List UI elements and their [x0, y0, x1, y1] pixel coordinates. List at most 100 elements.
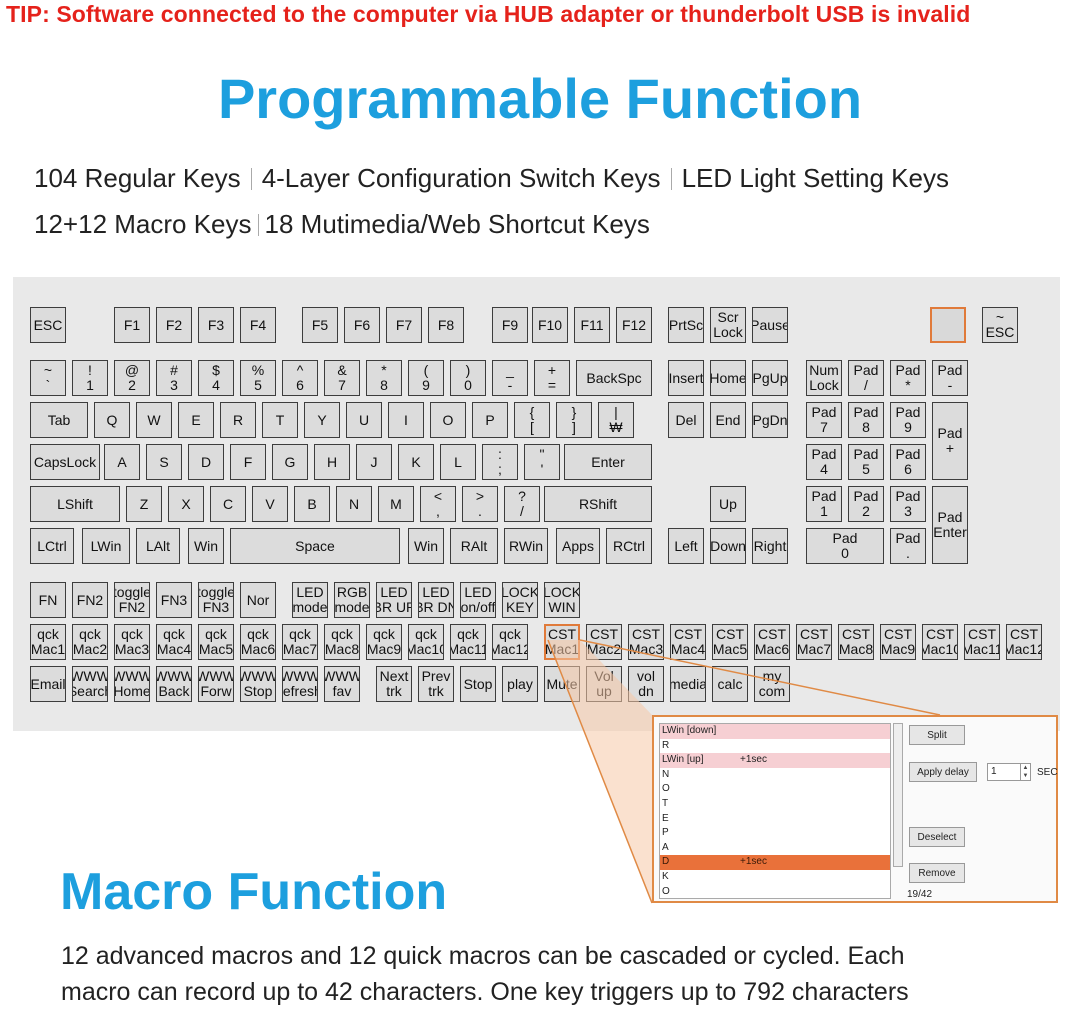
macro-list-scrollbar[interactable] — [893, 723, 903, 867]
key-cst-mac12[interactable]: CST Mac12 — [1006, 624, 1042, 660]
key-enter[interactable]: Enter — [564, 444, 652, 480]
key-www-refresh[interactable]: WWW refresh — [282, 666, 318, 702]
key-prtsc[interactable]: PrtSc — [668, 307, 704, 343]
key-5[interactable]: % 5 — [240, 360, 276, 396]
key-1[interactable]: ! 1 — [72, 360, 108, 396]
key-pad-8[interactable]: Pad 8 — [848, 402, 884, 438]
key-qck-mac8[interactable]: qck Mac8 — [324, 624, 360, 660]
key-esc[interactable]: ~ ESC — [982, 307, 1018, 343]
key-pad[interactable]: Pad + — [932, 402, 968, 480]
key-stop[interactable]: Stop — [460, 666, 496, 702]
key-prev-trk[interactable]: Prev trk — [418, 666, 454, 702]
key-space[interactable]: Space — [230, 528, 400, 564]
key-8[interactable]: * 8 — [366, 360, 402, 396]
key-cst-mac7[interactable]: CST Mac7 — [796, 624, 832, 660]
key-symbol[interactable]: : ; — [482, 444, 518, 480]
macro-step-row[interactable]: O — [660, 782, 890, 797]
key-lshift[interactable]: LShift — [30, 486, 120, 522]
deselect-button[interactable]: Deselect — [909, 827, 965, 847]
key-calc[interactable]: calc — [712, 666, 748, 702]
key-end[interactable]: End — [710, 402, 746, 438]
key-vol-dn[interactable]: vol dn — [628, 666, 664, 702]
key-pgup[interactable]: PgUp — [752, 360, 788, 396]
key-vol-up[interactable]: Vol up — [586, 666, 622, 702]
key-rctrl[interactable]: RCtrl — [606, 528, 652, 564]
key-pad[interactable]: Pad * — [890, 360, 926, 396]
key-9[interactable]: ( 9 — [408, 360, 444, 396]
key-pad-2[interactable]: Pad 2 — [848, 486, 884, 522]
key-cst-mac8[interactable]: CST Mac8 — [838, 624, 874, 660]
key-led-br-dn[interactable]: LED BR DN — [418, 582, 454, 618]
key-win[interactable]: Win — [408, 528, 444, 564]
key-cst-mac2[interactable]: CST Mac2 — [586, 624, 622, 660]
key-home[interactable]: Home — [710, 360, 746, 396]
key-www-home[interactable]: WWW Home — [114, 666, 150, 702]
key-win[interactable]: Win — [188, 528, 224, 564]
macro-step-row[interactable]: LWin [up]+1sec — [660, 753, 890, 768]
key-cst-mac4[interactable]: CST Mac4 — [670, 624, 706, 660]
key-f[interactable]: F — [230, 444, 266, 480]
macro-step-row[interactable]: R — [660, 739, 890, 754]
key-capslock[interactable]: CapsLock — [30, 444, 100, 480]
key-r[interactable]: R — [220, 402, 256, 438]
key-del[interactable]: Del — [668, 402, 704, 438]
key-c[interactable]: C — [210, 486, 246, 522]
key-h[interactable]: H — [314, 444, 350, 480]
key-f4[interactable]: F4 — [240, 307, 276, 343]
key-esc[interactable]: ESC — [30, 307, 66, 343]
key-qck-mac10[interactable]: qck Mac10 — [408, 624, 444, 660]
key-6[interactable]: ^ 6 — [282, 360, 318, 396]
key-f2[interactable]: F2 — [156, 307, 192, 343]
split-button[interactable]: Split — [909, 725, 965, 745]
key-qck-mac4[interactable]: qck Mac4 — [156, 624, 192, 660]
key-next-trk[interactable]: Next trk — [376, 666, 412, 702]
key-symbol[interactable]: < , — [420, 486, 456, 522]
key-n[interactable]: N — [336, 486, 372, 522]
key-pause[interactable]: Pause — [752, 307, 788, 343]
key-pad-5[interactable]: Pad 5 — [848, 444, 884, 480]
key-0[interactable]: ) 0 — [450, 360, 486, 396]
key-f12[interactable]: F12 — [616, 307, 652, 343]
key-pad[interactable]: Pad - — [932, 360, 968, 396]
key-qck-mac11[interactable]: qck Mac11 — [450, 624, 486, 660]
key-z[interactable]: Z — [126, 486, 162, 522]
key-down[interactable]: Down — [710, 528, 746, 564]
stepper-arrows-icon[interactable]: ▲▼ — [1020, 764, 1030, 780]
key-blank[interactable] — [930, 307, 966, 343]
key-t[interactable]: T — [262, 402, 298, 438]
key-symbol[interactable]: { [ — [514, 402, 550, 438]
key-my-com[interactable]: my com — [754, 666, 790, 702]
key-m[interactable]: M — [378, 486, 414, 522]
key-pad-7[interactable]: Pad 7 — [806, 402, 842, 438]
key-d[interactable]: D — [188, 444, 224, 480]
key-f1[interactable]: F1 — [114, 307, 150, 343]
key-pad-1[interactable]: Pad 1 — [806, 486, 842, 522]
key-qck-mac7[interactable]: qck Mac7 — [282, 624, 318, 660]
key-qck-mac5[interactable]: qck Mac5 — [198, 624, 234, 660]
key-symbol[interactable]: ~ ` — [30, 360, 66, 396]
key-symbol[interactable]: + = — [534, 360, 570, 396]
key-num-lock[interactable]: Num Lock — [806, 360, 842, 396]
key-email[interactable]: Email — [30, 666, 66, 702]
key-f10[interactable]: F10 — [532, 307, 568, 343]
key-cst-mac10[interactable]: CST Mac10 — [922, 624, 958, 660]
key-toggle-fn2[interactable]: toggle FN2 — [114, 582, 150, 618]
key-up[interactable]: Up — [710, 486, 746, 522]
key-apps[interactable]: Apps — [556, 528, 600, 564]
key-led-on-off[interactable]: LED on/off — [460, 582, 496, 618]
key-pgdn[interactable]: PgDn — [752, 402, 788, 438]
key-f9[interactable]: F9 — [492, 307, 528, 343]
key-qck-mac6[interactable]: qck Mac6 — [240, 624, 276, 660]
key-e[interactable]: E — [178, 402, 214, 438]
key-rshift[interactable]: RShift — [544, 486, 652, 522]
key-pad[interactable]: Pad / — [848, 360, 884, 396]
key-www-back[interactable]: WWW Back — [156, 666, 192, 702]
key-f6[interactable]: F6 — [344, 307, 380, 343]
key-scr-lock[interactable]: Scr Lock — [710, 307, 746, 343]
key-pad-3[interactable]: Pad 3 — [890, 486, 926, 522]
key-pad[interactable]: Pad . — [890, 528, 926, 564]
key-f5[interactable]: F5 — [302, 307, 338, 343]
key-qck-mac2[interactable]: qck Mac2 — [72, 624, 108, 660]
macro-step-row[interactable]: P — [660, 826, 890, 841]
